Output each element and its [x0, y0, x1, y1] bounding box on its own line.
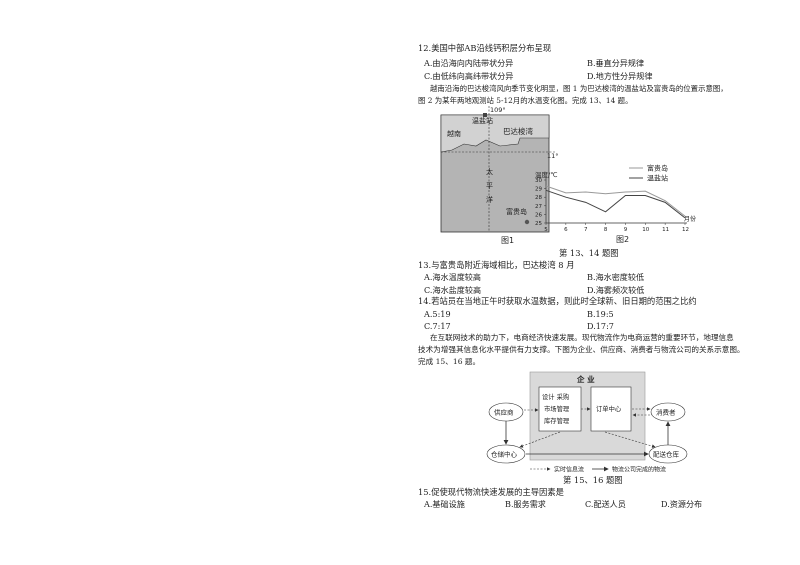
q13-option-b: B.海水密度较低: [587, 272, 645, 282]
ocean-char-3: 洋: [486, 195, 493, 204]
chart-y-tick-label: 30: [535, 178, 542, 184]
island-marker-icon: [524, 219, 530, 225]
q14-option-a: A.5:19: [424, 309, 451, 319]
chart-x-tick-label: 7: [584, 227, 588, 233]
intro-13-14-line1: 越南沿海的巴达梭湾风向季节变化明显，图 1 为巴达梭湾的温盐站及富贵岛的位置示意…: [430, 84, 728, 93]
ocean-char-2: 平: [486, 182, 493, 190]
intro-15-16-line2: 技术为增强其信息化水平提供有力支撑。下图为企业、供应商、消费者与物流公司的关系示…: [418, 345, 745, 354]
chart-x-tick-label: 5: [544, 227, 548, 233]
question-12-stem: 12.美国中部AB沿线钙积层分布呈现: [418, 43, 552, 53]
chart-y-tick-label: 25: [535, 221, 542, 227]
supplier-label: 供应商: [494, 408, 514, 417]
legend-info-label: 实时信息流: [554, 466, 584, 474]
q15-option-b: B.服务需求: [505, 499, 546, 509]
q12-option-b: B.垂直分异规律: [587, 58, 645, 68]
warehouse-node: [486, 444, 526, 464]
lat-label: 11°: [547, 152, 559, 160]
question-14-stem: 14.若站员在当地正午时获取水温数据，则此时全球新、旧日期的范围之比约: [418, 296, 697, 306]
order-center-box: [590, 386, 632, 432]
bay-label: 巴达梭湾: [503, 126, 533, 136]
q13-option-a: A.海水温度较高: [424, 272, 481, 282]
logistics-flow-diagram: 企 业 设计 采购 市场管理 库存管理 订单中心 供应商 消费者 仓储中心 配送…: [486, 371, 688, 474]
station-marker-icon: [483, 113, 487, 117]
chart-x-tick-label: 9: [624, 227, 628, 233]
dept-line-3: 库存管理: [544, 416, 570, 425]
lon-label: 109°: [490, 106, 506, 114]
q13-option-c: C.海水盐度较高: [424, 285, 482, 295]
station-label: 温盐站: [472, 116, 493, 125]
vietnam-land-shape: [440, 114, 550, 153]
q14-option-c: C.7:17: [424, 321, 451, 331]
legend-label-wenyanzhan: 温盐站: [647, 174, 668, 183]
legend-label-fuguidao: 富贵岛: [647, 164, 668, 173]
q12-option-d: D.地方性分异规律: [587, 71, 653, 81]
q14-option-d: D.17:7: [587, 321, 614, 331]
consumer-node: [650, 402, 686, 422]
intro-13-14-line2: 图 2 为某年两地观测站 5-12月的水温变化图。完成 13、14 题。: [418, 96, 633, 105]
enterprise-label: 企 业: [576, 374, 595, 384]
figure-2-caption: 图2: [616, 235, 629, 244]
distribution-label: 配送仓库: [653, 450, 680, 459]
intro-15-16-line3: 完成 15、16 题。: [418, 357, 481, 366]
chart-x-tick-label: 11: [662, 227, 669, 233]
departments-box: [538, 386, 582, 432]
vietnam-label: 越南: [447, 129, 461, 138]
question-13-stem: 13.与富贵岛附近海域相比，巴达梭湾 8 月: [418, 260, 575, 270]
order-center-label: 订单中心: [596, 404, 622, 413]
consumer-label: 消费者: [656, 408, 676, 417]
chart-y-tick-label: 26: [535, 212, 542, 218]
chart-x-tick-label: 12: [682, 227, 689, 233]
figure-2-chart: 温度/℃ 月份 图2 富贵岛 温盐站 25 26 27 28 29 30 5 6 7 8 9 10 11…: [535, 164, 696, 245]
chart-y-tick-label: 27: [535, 204, 542, 210]
dept-line-2: 市场管理: [544, 404, 570, 413]
chart-x-tick-label: 8: [604, 227, 608, 233]
fig-15-16-caption: 第 15、16 题图: [563, 475, 623, 485]
chart-xlabel: 月份: [684, 215, 696, 223]
flow-arrow-order-distribution: [604, 431, 656, 448]
question-15-stem: 15.促使现代物流快速发展的主导因素是: [418, 487, 564, 497]
chart-x-tick-label: 6: [564, 227, 568, 233]
q12-option-a: A.由沿海向内陆带状分异: [424, 58, 514, 68]
chart-series-line-2: [545, 189, 686, 219]
figure-1-caption: 图1: [501, 236, 514, 245]
chart-series-line-1: [545, 185, 686, 217]
chart-ylabel: 温度/℃: [535, 170, 558, 179]
q15-option-c: C.配送人员: [585, 499, 626, 509]
chart-x-tick-label: 10: [642, 227, 649, 233]
q12-option-c: C.由低纬向高纬带状分异: [424, 71, 514, 81]
ocean-char-1: 太: [486, 167, 493, 176]
q15-option-d: D.资源分布: [661, 499, 703, 509]
figure-1-map: 109° 11° 温盐站 越南 巴达梭湾 太 平 洋 富贵岛 图1: [440, 106, 559, 245]
chart-y-tick-label: 28: [535, 195, 542, 201]
warehouse-label: 仓储中心: [491, 450, 518, 459]
dept-line-1: 设计 采购: [542, 392, 569, 401]
q13-option-d: D.海雾频次较低: [587, 285, 645, 295]
island-label: 富贵岛: [506, 207, 527, 216]
fig-13-14-caption: 第 13、14 题图: [559, 248, 619, 258]
legend-logistics-label: 物流公司完成的物流: [612, 466, 666, 474]
flow-arrow-dept-warehouse: [519, 431, 561, 448]
intro-15-16-line1: 在互联网技术的助力下，电商经济快速发展。现代物流作为电商运营的重要环节，地理信息: [430, 333, 734, 342]
chart-y-tick-label: 29: [535, 187, 542, 193]
q15-option-a: A.基础设施: [424, 499, 465, 509]
q14-option-b: B.19:5: [587, 309, 614, 319]
